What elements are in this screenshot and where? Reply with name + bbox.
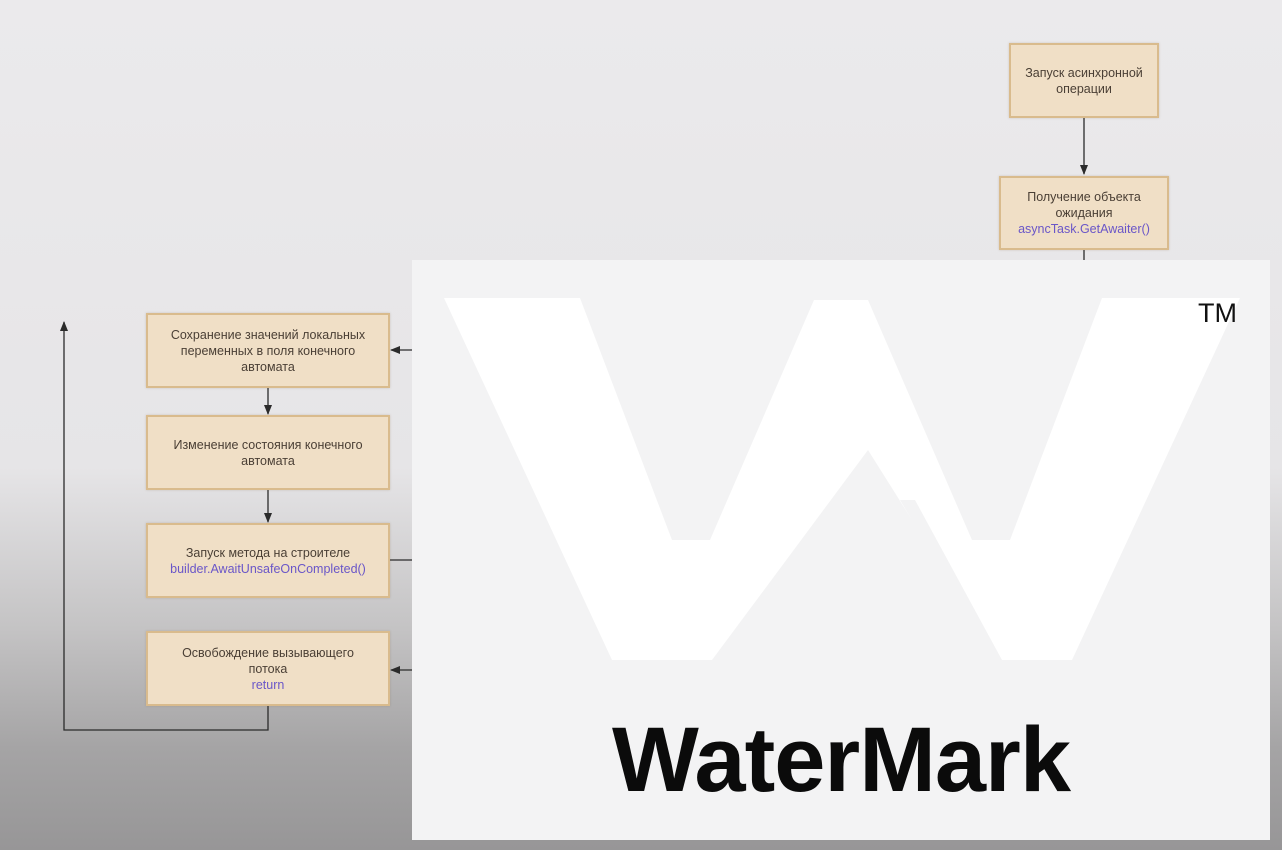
watermark-word: WaterMark [612, 709, 1071, 811]
node-get-awaiter-line-2: ожидания [1055, 206, 1113, 220]
watermark-logo-icon [444, 298, 1240, 660]
node-save-locals-line-2: переменных в поля конечного [180, 343, 356, 358]
node-save-locals: Сохранение значений локальных переменных… [146, 313, 390, 388]
node-builder-call: Запуск метода на строителе builder.Await… [146, 523, 390, 598]
node-start-async-line-1: Запуск асинхронной [1025, 65, 1143, 80]
watermark-trademark: TM [1198, 298, 1237, 328]
node-release-thread: Освобождение вызывающего потока return [146, 631, 390, 706]
node-start-async-line-2: операции [1056, 81, 1112, 96]
node-save-locals-line-1: Сохранение значений локальных [170, 327, 366, 342]
watermark-overlay: TM WaterMark [412, 260, 1270, 840]
node-get-awaiter: Получение объекта ожидания asyncTask.Get… [999, 176, 1169, 250]
node-change-state-line-2: автомата [241, 453, 295, 468]
node-builder-call-code: builder.AwaitUnsafeOnCompleted() [170, 561, 366, 576]
node-get-awaiter-line-1: Получение объекта [1027, 190, 1141, 204]
node-get-awaiter-code: asyncTask.GetAwaiter() [1018, 222, 1150, 236]
loop-back-line [60, 321, 269, 731]
node-release-thread-code: return [251, 677, 285, 692]
node-release-thread-line-1: Освобождение вызывающего [182, 645, 354, 660]
node-release-thread-line-2: потока [248, 661, 288, 676]
node-change-state: Изменение состояния конечного автомата [146, 415, 390, 490]
node-change-state-line-1: Изменение состояния конечного [173, 437, 363, 452]
node-save-locals-line-3: автомата [241, 359, 295, 374]
node-builder-call-line-1: Запуск метода на строителе [185, 545, 351, 560]
node-start-async: Запуск асинхронной операции [1009, 43, 1159, 118]
